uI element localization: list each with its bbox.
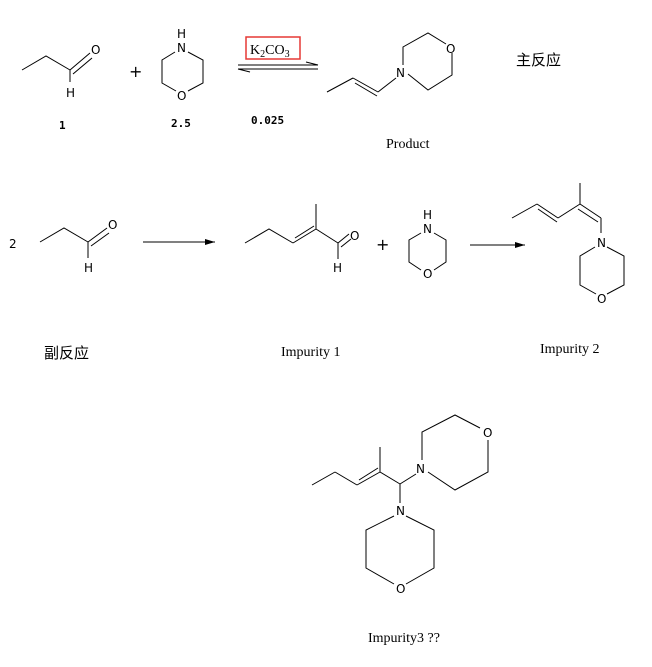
equivalents-propanal: 1	[59, 119, 66, 132]
morpholine-structure: H N O	[161, 27, 204, 103]
oxygen-atom: O	[91, 43, 100, 57]
impurity2-label: Impurity 2	[540, 342, 600, 357]
propanal-structure: O H	[21, 43, 100, 100]
impurity1-structure: O H	[244, 204, 359, 275]
oxygen-atom: O	[423, 267, 432, 281]
impurity3-label: Impurity3 ??	[368, 631, 440, 646]
nitrogen-atom: N	[597, 236, 606, 250]
plus-sign: +	[129, 62, 142, 81]
equilibrium-arrow	[237, 61, 319, 73]
propanal-structure-2: O H	[39, 218, 117, 275]
hydrogen-atom: H	[333, 261, 342, 275]
reagent-k2co3: K2CO3	[250, 43, 290, 60]
impurity2-structure: N O	[511, 183, 625, 306]
product-label: Product	[386, 137, 430, 152]
equivalents-morpholine: 2.5	[171, 117, 191, 130]
nitrogen-atom: N	[416, 462, 425, 476]
reagent-highlight-box	[245, 36, 301, 60]
nitrogen-atom: N	[396, 504, 405, 518]
impurity1-label: Impurity 1	[281, 345, 341, 360]
oxygen-atom: O	[177, 89, 186, 103]
main-reaction-title: 主反应	[516, 51, 561, 69]
plus-sign: +	[376, 235, 389, 254]
stoichiometric-coefficient: 2	[9, 237, 17, 251]
nitrogen-atom: N	[396, 66, 405, 80]
equivalents-k2co3: 0.025	[251, 114, 284, 127]
hydrogen-atom: H	[177, 27, 186, 41]
hydrogen-atom: H	[84, 261, 93, 275]
nitrogen-atom: N	[423, 222, 432, 236]
oxygen-atom: O	[597, 292, 606, 306]
nitrogen-atom: N	[177, 41, 186, 55]
oxygen-atom: O	[108, 218, 117, 232]
product-structure: N O	[326, 32, 455, 97]
side-reaction-title: 副反应	[44, 344, 89, 362]
morpholine-structure-2: H N O	[408, 208, 447, 281]
oxygen-atom: O	[446, 42, 455, 56]
oxygen-atom: O	[483, 426, 492, 440]
impurity3-structure: N O N O	[311, 414, 492, 596]
hydrogen-atom: H	[423, 208, 432, 222]
hydrogen-atom: H	[66, 86, 75, 100]
oxygen-atom: O	[396, 582, 405, 596]
oxygen-atom: O	[350, 229, 359, 243]
